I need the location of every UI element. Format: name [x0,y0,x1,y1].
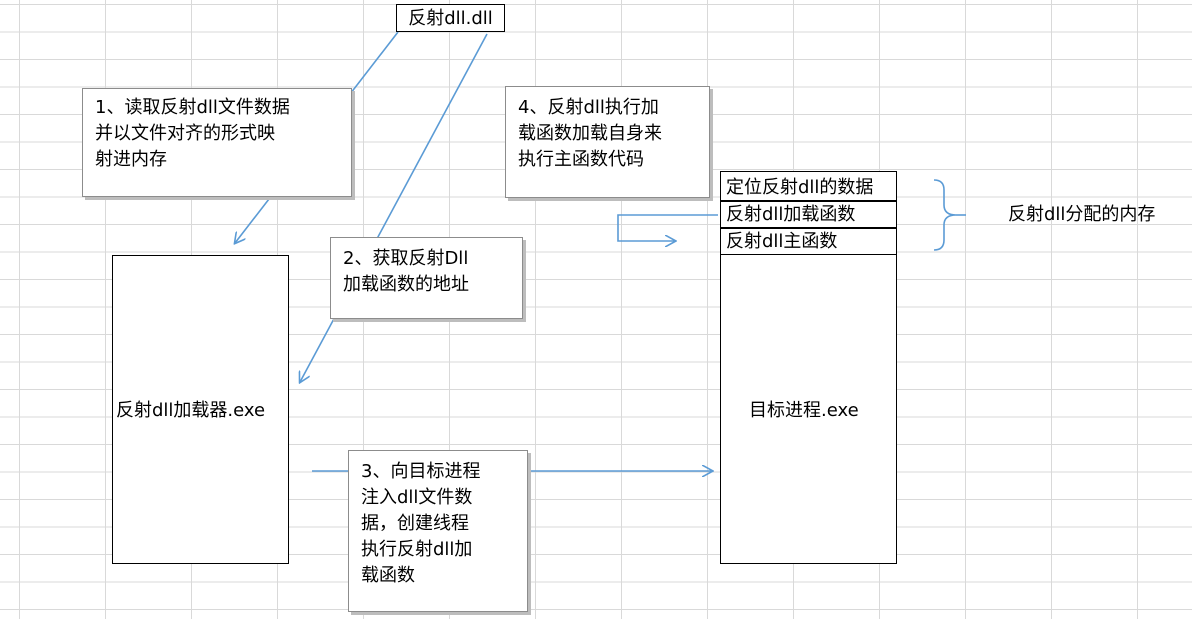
target-process-label: 目标进程.exe [749,400,859,421]
step2-note: 2、获取反射Dll 加载函数的地址 [330,237,523,319]
memory-row-locate-data-label: 定位反射dll的数据 [726,177,874,198]
step4-note: 4、反射dll执行加 载函数加载自身来 执行主函数代码 [505,86,710,198]
loader-exe-box: 反射dll加载器.exe [112,255,289,564]
step1-note: 1、读取反射dll文件数据 并以文件对齐的形式映 射进内存 [82,88,352,197]
memory-row-main-function-label: 反射dll主函数 [726,231,838,252]
arrow-loader-to-main [617,214,718,241]
memory-brace [933,179,957,251]
memory-row-main-function: 反射dll主函数 [720,228,897,255]
allocated-memory-label: 反射dll分配的内存 [1008,204,1156,225]
reflective-dll-file-label: 反射dll.dll [408,8,493,29]
loader-exe-label: 反射dll加载器.exe [116,400,266,421]
memory-row-loader-function: 反射dll加载函数 [720,201,897,228]
arrow-get-loader-function [300,33,488,382]
reflective-dll-file-box: 反射dll.dll [396,4,505,32]
step3-note: 3、向目标进程 注入dll文件数 据，创建线程 执行反射dll加 载函数 [348,450,528,612]
memory-row-loader-function-label: 反射dll加载函数 [726,204,856,225]
memory-row-locate-data: 定位反射dll的数据 [720,174,897,201]
